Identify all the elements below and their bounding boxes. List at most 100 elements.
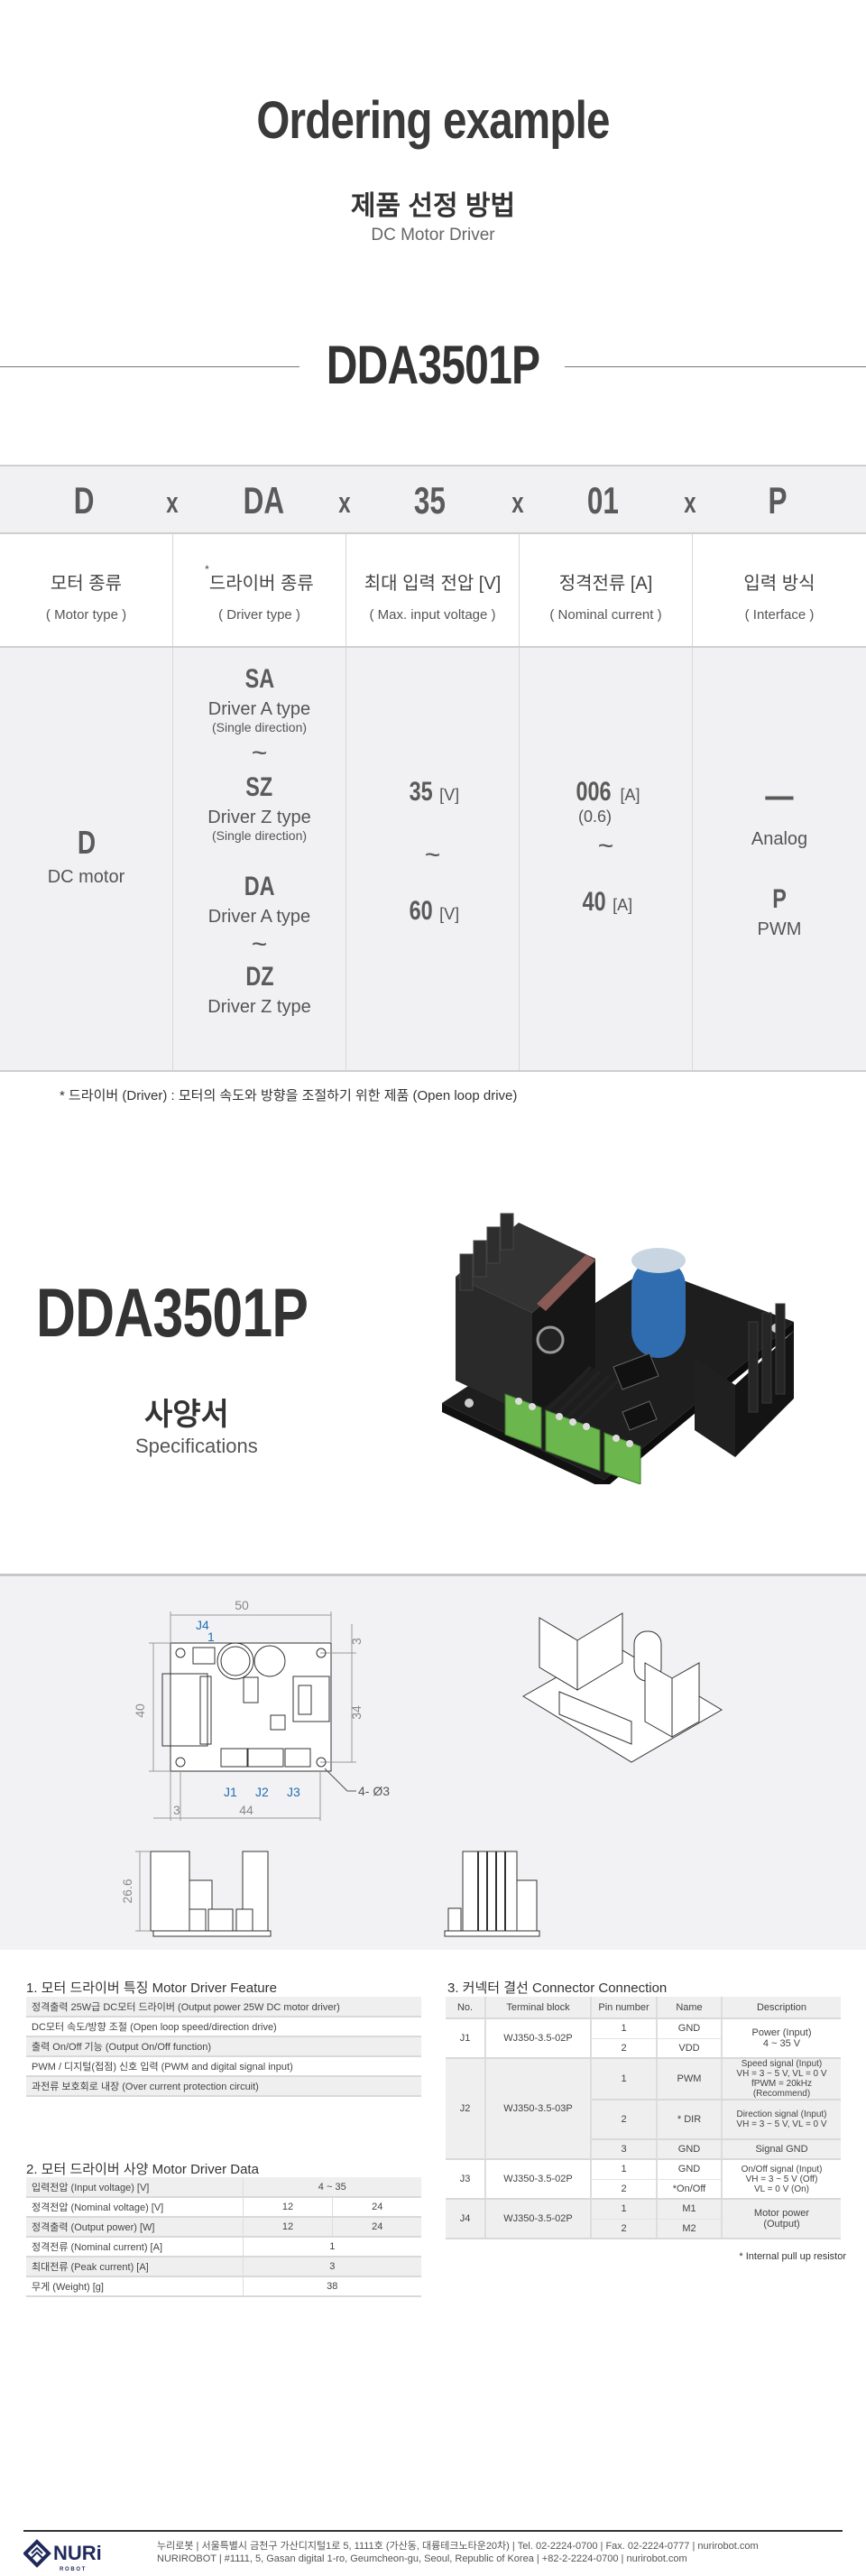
footer-address-korean: 누리로봇 | 서울특별시 금천구 가산디지털1로 5, 1111호 (가산동, … [157,2541,759,2552]
driver-footnote: * 드라이버 (Driver) : 모터의 속도와 방향을 조절하기 위한 제품… [60,1088,518,1103]
connector-row-j3: J3 WJ350-3.5-02P 1 GND On/Off signal (In… [446,2159,841,2200]
code-separator: x [511,486,524,519]
motor-label: DC motor [47,867,125,887]
side-view-drawings: 26.6 [0,1843,866,1950]
interface-label: Analog [751,829,808,849]
connector-row-j3: 2 *On/Off [446,2179,841,2200]
svg-text:R O B O T: R O B O T [60,2567,86,2572]
spec-data-title: 2. 모터 드라이버 사양 Motor Driver Data [26,2162,259,2177]
footer-divider [23,2530,843,2532]
svg-text:1: 1 [207,1630,215,1644]
connector-row-j2: 2 * DIR Direction signal (Input)VH = 3 ~… [446,2100,841,2140]
current-unit: [A] [620,786,640,804]
svg-text:J1: J1 [224,1785,237,1799]
spec-row: 정격전류 (Nominal current) [A]1 [26,2237,421,2257]
connector-row-j4: 2 M2 [446,2219,841,2239]
spec-title-korean: 사양서 [144,1398,229,1432]
model-title: DDA3501P [326,335,540,395]
range-tilde: ~ [251,929,268,959]
svg-text:4- Ø3: 4- Ø3 [358,1784,390,1798]
svg-text:40: 40 [133,1703,147,1718]
page-subtitle: DC Motor Driver [371,226,495,245]
page-title: Ordering example [256,91,610,150]
nuri-logo: NURi R O B O T [23,2539,102,2572]
svg-text:26.6: 26.6 [120,1879,134,1903]
connector-row-j1: 2 VDD [446,2038,841,2059]
code-part-motor: D [73,479,95,522]
interface-options: — Analog P PWM [693,648,866,1070]
column-headers: 모터 종류 ( Motor type ) *드라이버 종류 ( Driver t… [0,534,866,648]
svg-text:34: 34 [349,1705,364,1720]
current-min-note: (0.6) [577,808,612,826]
code-part-driver: DA [243,479,285,522]
svg-text:3: 3 [173,1803,180,1817]
voltage-min: 35 [409,777,433,807]
feature-row: 정격출력 25W급 DC모터 드라이버 (Output power 25W DC… [26,1997,421,2017]
driver-note: (Single direction) [211,828,308,843]
code-part-interface: P [768,479,788,522]
spec-row: 최대전류 (Peak current) [A]3 [26,2257,421,2277]
connector-header-row: No. Terminal block Pin number Name Descr… [446,1997,841,2019]
connector-row-j1: J1 WJ350-3.5-02P 1 GND Power (Input)4 ~ … [446,2018,841,2059]
driver-label: Driver Z type [207,808,311,827]
pullup-note: * Internal pull up resistor [739,2251,846,2262]
connector-table: No. Terminal block Pin number Name Descr… [446,1997,841,2239]
range-tilde: ~ [597,830,614,861]
current-options: 006[A] (0.6) ~ 40[A] [520,648,693,1070]
options-row: D DC motor SA Driver A type (Single dire… [0,648,866,1072]
svg-text:50: 50 [235,1598,249,1612]
interface-label: PWM [757,919,802,939]
voltage-unit: [V] [439,905,460,923]
feature-row: 출력 On/Off 기능 (Output On/Off function) [26,2036,421,2057]
voltage-unit: [V] [439,786,460,804]
header-nominal-current: 정격전류 [A] ( Nominal current ) [520,534,693,646]
svg-text:NURi: NURi [53,2542,102,2564]
divider-left [0,366,299,367]
code-row: D x DA x 35 x 01 x P [0,465,866,534]
voltage-max: 60 [409,896,433,926]
header-motor-type: 모터 종류 ( Motor type ) [0,534,173,646]
spec-data-table: 입력전압 (Input voltage) [V]4 ~ 35 정격전압 (Nom… [26,2177,421,2297]
feature-row: 과전류 보호회로 내장 (Over current protection cir… [26,2076,421,2097]
svg-text:J3: J3 [287,1785,300,1799]
svg-text:J4: J4 [196,1618,209,1632]
range-tilde: ~ [424,840,441,870]
interface-code: — [765,776,794,816]
svg-text:J2: J2 [255,1785,269,1799]
svg-text:44: 44 [239,1803,253,1817]
code-separator: x [684,486,696,519]
connector-title: 3. 커넥터 결선 Connector Connection [447,1980,668,1996]
divider-right [565,366,866,367]
interface-code: P [772,884,787,914]
features-table: 정격출력 25W급 DC모터 드라이버 (Output power 25W DC… [26,1997,421,2097]
asterisk: * [205,563,209,576]
feature-row: DC모터 속도/방향 조절 (Open loop speed/direction… [26,2017,421,2037]
range-tilde: ~ [251,738,268,768]
motor-options: D DC motor [0,648,173,1070]
spec-title-english: Specifications [135,1435,258,1457]
code-part-current: 01 [586,479,619,522]
driver-label: Driver A type [207,907,311,927]
dimension-drawing: 50 40 3 34 3 44 4- Ø3 J41 J1 J2 J3 [133,1598,723,1937]
driver-code: DZ [244,962,274,992]
header-interface: 입력 방식 ( Interface ) [743,574,815,623]
connector-row-j2: 3 GND Signal GND [446,2139,841,2160]
current-min: 006 [576,777,613,807]
page-title-korean: 제품 선정 방법 [350,191,516,221]
motor-code: D [77,824,96,861]
svg-text:3: 3 [349,1638,364,1645]
code-part-voltage: 35 [413,479,446,522]
driver-options: SA Driver A type (Single direction) ~ SZ… [173,648,346,1070]
driver-code: SA [244,664,274,694]
current-unit: [A] [613,895,633,914]
driver-note: (Single direction) [211,720,308,734]
header-max-voltage: 최대 입력 전압 [V] ( Max. input voltage ) [346,534,520,646]
spec-model-title: DDA3501P [36,1275,309,1352]
ordering-table: D x DA x 35 x 01 x P 모터 종류 ( Motor type … [0,465,866,1072]
voltage-options: 35 [V] ~ 60 [V] [346,648,520,1070]
nuri-logo-icon [23,2539,51,2568]
feature-row: PWM / 디지털(접점) 신호 입력 (PWM and digital sig… [26,2056,421,2077]
